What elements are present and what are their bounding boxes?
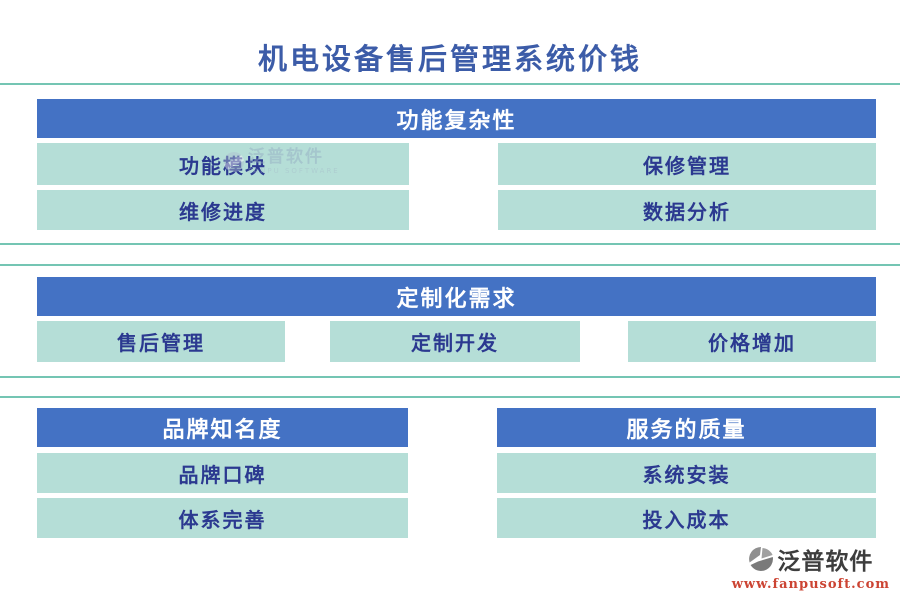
title-divider-line [0,83,900,85]
section-header-service: 服务的质量 [497,408,876,447]
item-repair-progress: 维修进度 [37,190,409,230]
item-custom-dev: 定制开发 [330,321,580,362]
item-price-increase: 价格增加 [628,321,876,362]
item-data-analysis: 数据分析 [498,190,876,230]
item-input-cost: 投入成本 [497,498,876,538]
section-divider-line [0,264,900,266]
section-header-customization: 定制化需求 [37,277,876,316]
item-warranty-mgmt: 保修管理 [498,143,876,185]
section-header-brand: 品牌知名度 [37,408,408,447]
section-divider-line [0,396,900,398]
item-brand-reputation: 品牌口碑 [37,453,408,493]
footer-brand-block: 泛普软件 www.fanpusoft.com [732,542,890,592]
item-system-install: 系统安装 [497,453,876,493]
item-aftersales-mgmt: 售后管理 [37,321,285,362]
section-header-complexity: 功能复杂性 [37,99,876,138]
section-divider-line [0,243,900,245]
section-divider-line [0,376,900,378]
item-function-module: 功能模块 [37,143,409,185]
page-title: 机电设备售后管理系统价钱 [257,42,642,76]
footer-brand-name: 泛普软件 [777,549,874,575]
fanpu-logo-icon [749,547,774,571]
footer-brand-url: www.fanpusoft.com [731,577,890,592]
item-system-maturity: 体系完善 [37,498,408,538]
